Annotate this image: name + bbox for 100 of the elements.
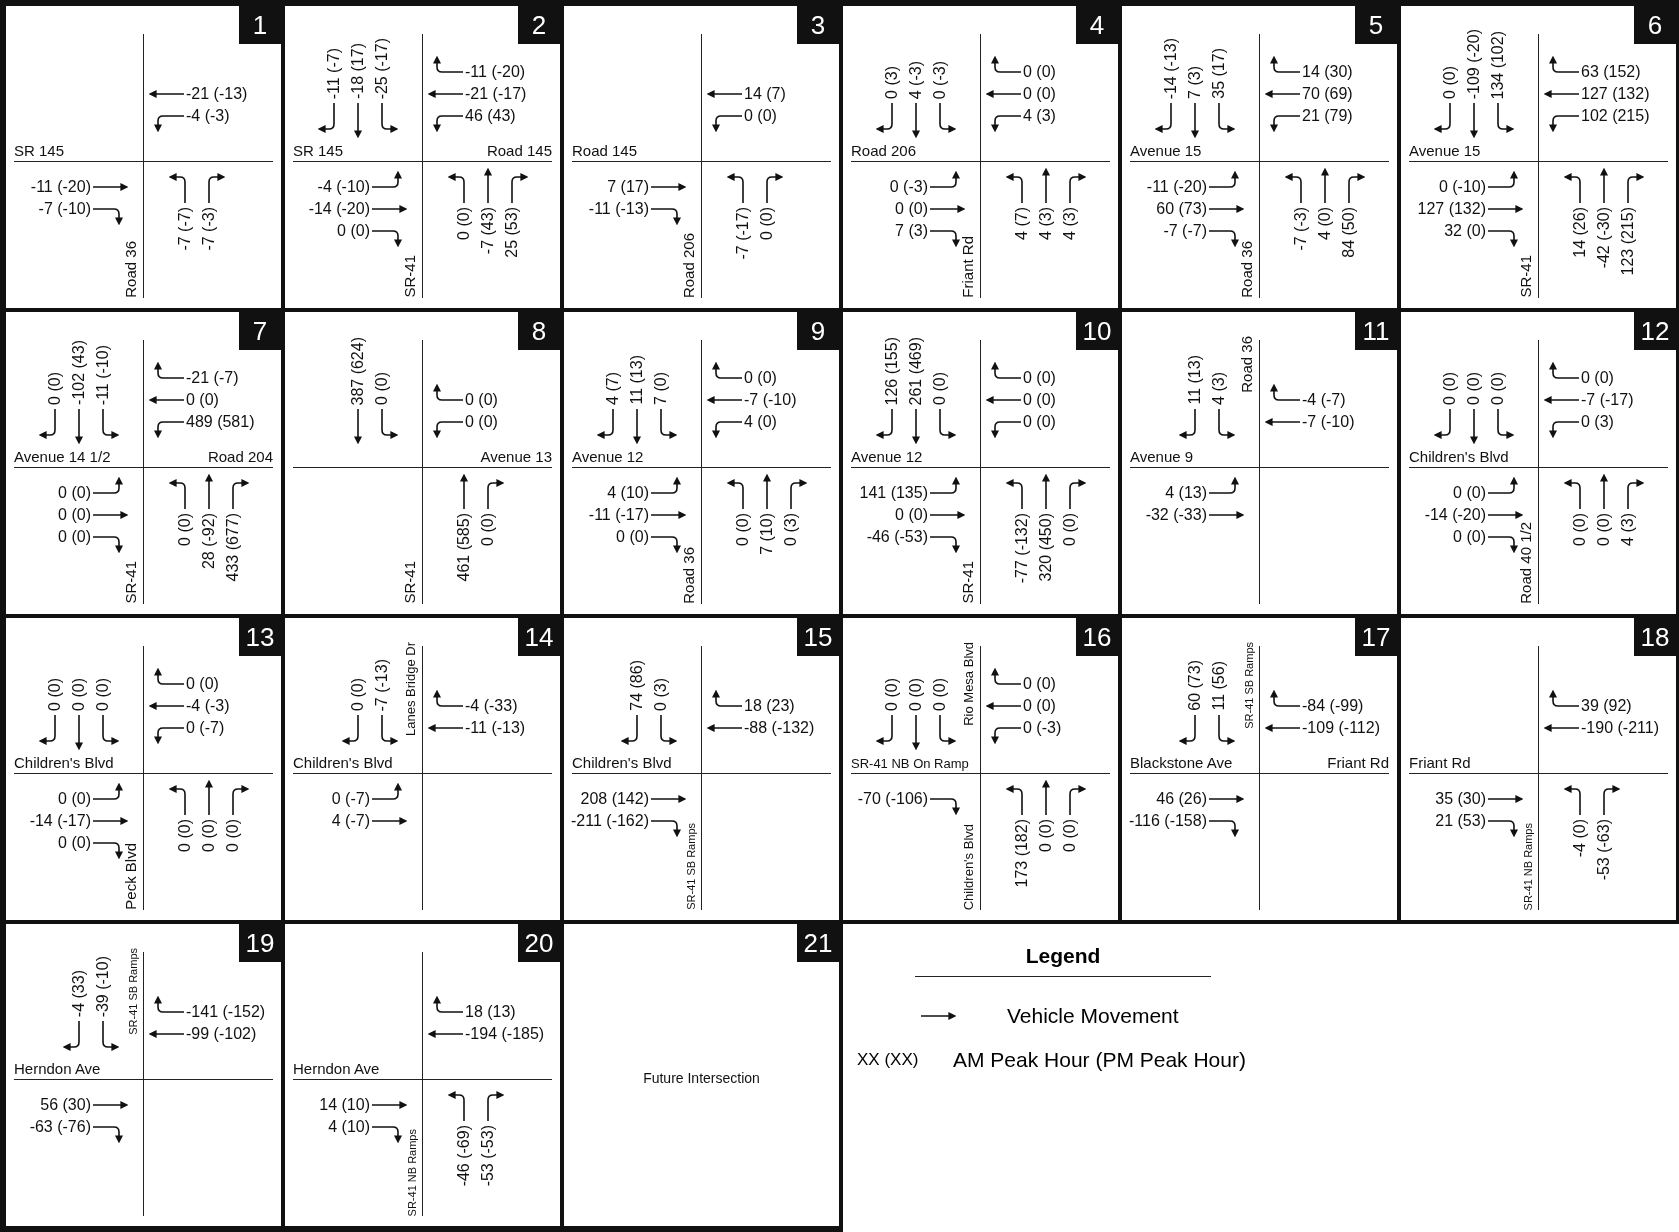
volume-label: 0 (0): [93, 678, 112, 711]
volume-label: 0 (0): [1023, 62, 1056, 82]
volume-label: -4 (-33): [465, 696, 518, 716]
volume-label: -211 (-162): [571, 811, 649, 831]
volume-label: 7 (3): [895, 221, 928, 241]
volume-label: -7 (43): [478, 207, 497, 255]
volume-label: -46 (-53): [866, 527, 928, 547]
street-name: Avenue 15: [1409, 142, 1481, 160]
volume-label: 0 (0): [58, 483, 91, 503]
street-name: Herndon Ave: [14, 1060, 101, 1078]
volume-label: 21 (79): [1302, 106, 1353, 126]
volume-label: 0 (0): [199, 819, 218, 852]
volume-label: -11 (-20): [30, 177, 91, 197]
volume-label: 7 (10): [757, 513, 776, 555]
volume-label: 0 (0): [465, 390, 498, 410]
volume-label: -102 (43): [69, 340, 88, 405]
volume-label: -84 (-99): [1302, 696, 1364, 716]
volume-label: 0 (-10): [1438, 177, 1486, 197]
volume-label: 0 (-3): [1023, 718, 1062, 738]
intersection-panel: [285, 6, 560, 308]
volume-label: -109 (-112): [1302, 718, 1380, 738]
volume-label: 4 (10): [607, 483, 649, 503]
volume-label: 0 (0): [348, 678, 367, 711]
volume-label: -25 (-17): [372, 37, 391, 99]
intersection-panel: [1401, 6, 1676, 308]
volume-label: 0 (0): [1023, 368, 1056, 388]
intersection-number: 15: [797, 618, 839, 656]
volume-label: 7 (17): [607, 177, 649, 197]
volume-label: 0 (0): [895, 505, 928, 525]
street-name: SR-41 NB On Ramp: [851, 756, 969, 772]
street-name: Herndon Ave: [293, 1060, 380, 1078]
volume-label: -4 (-3): [186, 106, 230, 126]
intersection-panel: [285, 618, 560, 920]
intersection-number: 9: [797, 312, 839, 350]
street-name: SR-41 SB Ramps: [684, 823, 698, 910]
volume-label: -7 (-7): [1163, 221, 1207, 241]
volume-label: 0 (0): [337, 221, 370, 241]
street-name: Road 36: [122, 241, 140, 298]
intersection-panel: [1122, 6, 1397, 308]
volume-label: -21 (-17): [465, 84, 527, 104]
volume-label: 28 (-92): [199, 513, 218, 570]
volume-label: 0 (0): [895, 199, 928, 219]
intersection-panel: [564, 924, 839, 1226]
volume-label: 0 (0): [1023, 390, 1056, 410]
volume-label: 74 (86): [627, 660, 646, 711]
street-name: Road 36: [680, 547, 698, 604]
volume-label: -53 (-63): [1594, 819, 1613, 881]
intersection-number: 14: [518, 618, 560, 656]
intersection-number: 3: [797, 6, 839, 44]
volume-label: 0 (0): [1464, 372, 1483, 405]
intersection-number: 19: [239, 924, 281, 962]
volume-label: -4 (33): [69, 969, 88, 1017]
volume-label: -7 (-3): [199, 207, 218, 251]
intersection-panel: [564, 6, 839, 308]
volume-label: 14 (30): [1302, 62, 1353, 82]
intersection-number: 6: [1634, 6, 1676, 44]
volume-label: 11 (13): [1185, 355, 1204, 405]
volume-label: 39 (92): [1581, 696, 1632, 716]
volume-label: -7 (-10): [1302, 412, 1355, 432]
street-name: Avenue 9: [1130, 448, 1194, 466]
volume-label: 0 (0): [1023, 674, 1056, 694]
volume-label: 0 (0): [1488, 372, 1507, 405]
volume-label: 0 (0): [744, 106, 777, 126]
volume-label: 0 (3): [651, 678, 670, 711]
volume-label: 60 (73): [1185, 660, 1204, 711]
volume-label: 4 (10): [328, 1117, 370, 1137]
volume-label: 387 (624): [348, 336, 367, 405]
volume-label: -14 (-17): [29, 811, 91, 831]
volume-label: -46 (-69): [454, 1125, 473, 1187]
volume-label: 0 (0): [58, 833, 91, 853]
street-name: Road 145: [486, 142, 552, 160]
volume-label: 0 (0): [175, 513, 194, 546]
volume-label: -194 (-185): [465, 1024, 545, 1044]
intersection-panel: [6, 312, 281, 614]
intersection-number: 12: [1634, 312, 1676, 350]
intersection-panel: [6, 618, 281, 920]
volume-label: 4 (-7): [331, 811, 370, 831]
volume-label: -63 (-76): [29, 1117, 91, 1137]
volume-label: 4 (3): [1036, 207, 1055, 240]
volume-label: 0 (3): [781, 513, 800, 546]
volume-label: -11 (-20): [1146, 177, 1207, 197]
street-name: Children's Blvd: [961, 823, 977, 910]
volume-label: 0 (0): [1060, 819, 1079, 852]
volume-label: 0 (0): [465, 412, 498, 432]
volume-label: 0 (0): [1023, 84, 1056, 104]
street-name: Road 204: [207, 448, 273, 466]
volume-label: 11 (13): [627, 355, 646, 405]
intersection-number: 10: [1076, 312, 1118, 350]
volume-label: -4 (-10): [317, 177, 370, 197]
volume-label: 0 (0): [1570, 513, 1589, 546]
intersection-panel: [1122, 312, 1397, 614]
volume-label: -39 (-10): [93, 955, 112, 1017]
volume-label: 18 (23): [744, 696, 795, 716]
intersection-panel: [564, 312, 839, 614]
volume-label: 7 (0): [651, 372, 670, 405]
volume-label: 0 (0): [58, 789, 91, 809]
volume-label: 4 (-3): [906, 60, 925, 99]
street-name: Road 40 1/2: [1517, 522, 1535, 604]
volume-label: 0 (0): [45, 678, 64, 711]
volume-label: 0 (0): [58, 527, 91, 547]
